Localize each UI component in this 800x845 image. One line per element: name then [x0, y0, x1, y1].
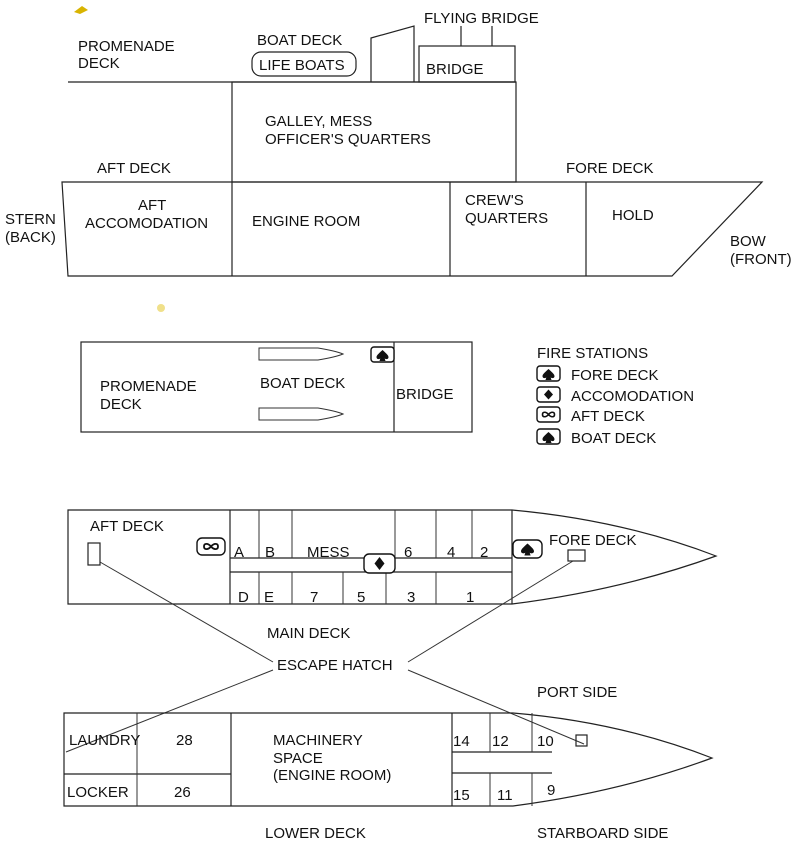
starboard-side-label: STARBOARD SIDE — [537, 825, 668, 842]
cabin-4: 4 — [447, 544, 455, 561]
cabin-6: 6 — [404, 544, 412, 561]
mess-room: MESS — [307, 544, 350, 561]
cabin-12: 12 — [492, 733, 509, 750]
side-stern-1: STERN — [5, 211, 56, 228]
accomodation-fire-station-diamond-icon — [363, 553, 396, 574]
legend-item-accomodation: ACCOMODATION — [536, 386, 694, 405]
leader-fore-main — [407, 560, 574, 663]
side-boat-deck: BOAT DECK — [257, 32, 342, 49]
main-aft-deck: AFT DECK — [90, 518, 164, 535]
spade-icon — [536, 365, 561, 382]
diamond-icon — [536, 386, 561, 403]
side-promenade-1: PROMENADE — [78, 38, 175, 55]
leader-aft-main — [99, 561, 274, 663]
lower-deck-outline — [63, 712, 714, 807]
cabin-14: 14 — [453, 733, 470, 750]
side-bridge: BRIDGE — [426, 61, 484, 78]
aft-escape-hatch — [87, 542, 101, 566]
side-crews-1: CREW'S — [465, 192, 524, 209]
side-bow-2: (FRONT) — [730, 251, 792, 268]
cabin-28: 28 — [176, 732, 193, 749]
side-promenade-2: DECK — [78, 55, 120, 72]
side-aft-accom-1: AFT — [138, 197, 166, 214]
side-fore-deck: FORE DECK — [566, 160, 654, 177]
side-hold: HOLD — [612, 207, 654, 224]
main-deck-outline — [67, 509, 718, 605]
hull — [61, 181, 764, 277]
legend-label-aft-deck: AFT DECK — [571, 408, 645, 425]
cabin-1: 1 — [466, 589, 474, 606]
cabin-5: 5 — [357, 589, 365, 606]
legend-label-fore-deck: FORE DECK — [571, 367, 659, 384]
top-deck-view: PROMENADE DECK BOAT DECK BRIDGE — [80, 304, 473, 433]
cabin-15: 15 — [453, 787, 470, 804]
leader-aft-lower — [65, 669, 274, 753]
side-galley-1: GALLEY, MESS — [265, 113, 372, 130]
legend-item-aft-deck: AFT DECK — [536, 406, 645, 425]
side-view: PROMENADE DECK BOAT DECK LIFE BOATS FLYI… — [5, 6, 792, 277]
locker-label: LOCKER — [67, 784, 129, 801]
machinery-label-1: MACHINERY — [273, 732, 363, 749]
machinery-label-2: SPACE — [273, 750, 323, 767]
cabin-e: E — [264, 589, 274, 606]
side-engine-room: ENGINE ROOM — [252, 213, 360, 230]
spade-icon — [536, 428, 561, 445]
top-promenade-1: PROMENADE — [100, 378, 197, 395]
cabin-11: 11 — [497, 787, 513, 804]
scan-speck — [157, 304, 165, 312]
main-deck-view: AFT DECK FORE DECK A B MESS 6 4 2 D E 7 … — [67, 509, 718, 642]
lower-deck-view: LAUNDRY 28 LOCKER 26 MACHINERY SPACE (EN… — [63, 712, 714, 842]
top-promenade-2: DECK — [100, 396, 142, 413]
machinery-label-3: (ENGINE ROOM) — [273, 767, 391, 784]
escape-hatch-label: ESCAPE HATCH — [277, 657, 393, 674]
side-aft-deck: AFT DECK — [97, 160, 171, 177]
legend-title: FIRE STATIONS — [537, 345, 648, 362]
legend-item-fore-deck: FORE DECK — [536, 365, 659, 384]
cabin-7: 7 — [310, 589, 318, 606]
aft-deck-fire-station-infinity-icon — [196, 537, 226, 556]
infinity-icon — [536, 406, 561, 423]
side-aft-accom-2: ACCOMODATION — [85, 215, 208, 232]
main-deck-title: MAIN DECK — [267, 625, 350, 642]
top-deck-outline — [80, 341, 473, 433]
legend-label-boat-deck: BOAT DECK — [571, 430, 656, 447]
cabin-2: 2 — [480, 544, 488, 561]
legend-label-accomodation: ACCOMODATION — [571, 388, 694, 405]
side-flying-bridge: FLYING BRIDGE — [424, 10, 539, 27]
side-stern-2: (BACK) — [5, 229, 56, 246]
cabin-10: 10 — [537, 733, 554, 750]
fore-deck-fire-station-spade-icon — [512, 539, 543, 559]
side-crews-2: QUARTERS — [465, 210, 548, 227]
top-bridge: BRIDGE — [396, 386, 454, 403]
lower-deck-title: LOWER DECK — [265, 825, 366, 842]
lifeboat-lower — [258, 407, 345, 421]
side-galley-2: OFFICER'S QUARTERS — [265, 131, 431, 148]
leader-fore-lower — [407, 669, 585, 745]
lower-fore-hatch — [575, 734, 588, 747]
fore-escape-hatch — [567, 549, 586, 562]
scan-mark — [74, 6, 88, 14]
main-fore-deck: FORE DECK — [549, 532, 637, 549]
funnel — [370, 25, 415, 82]
cabin-3: 3 — [407, 589, 415, 606]
side-bow-1: BOW — [730, 233, 767, 250]
escape-hatch-callout: ESCAPE HATCH — [65, 560, 585, 753]
cabin-a: A — [234, 544, 244, 561]
life-boats-box — [251, 51, 357, 77]
port-side-label: PORT SIDE — [537, 684, 617, 701]
side-life-boats: LIFE BOATS — [259, 57, 345, 74]
boat-deck-fire-station-spade-icon — [370, 346, 395, 363]
legend-item-boat-deck: BOAT DECK — [536, 428, 656, 447]
laundry-label: LAUNDRY — [69, 732, 140, 749]
lifeboat-upper — [258, 347, 345, 361]
cabin-9: 9 — [547, 782, 555, 799]
cabin-26: 26 — [174, 784, 191, 801]
top-boat-deck: BOAT DECK — [260, 375, 345, 392]
cabin-d: D — [238, 589, 249, 606]
cabin-b: B — [265, 544, 275, 561]
fire-stations-legend: FIRE STATIONS FORE DECK ACCOMODATION AFT… — [536, 345, 694, 447]
